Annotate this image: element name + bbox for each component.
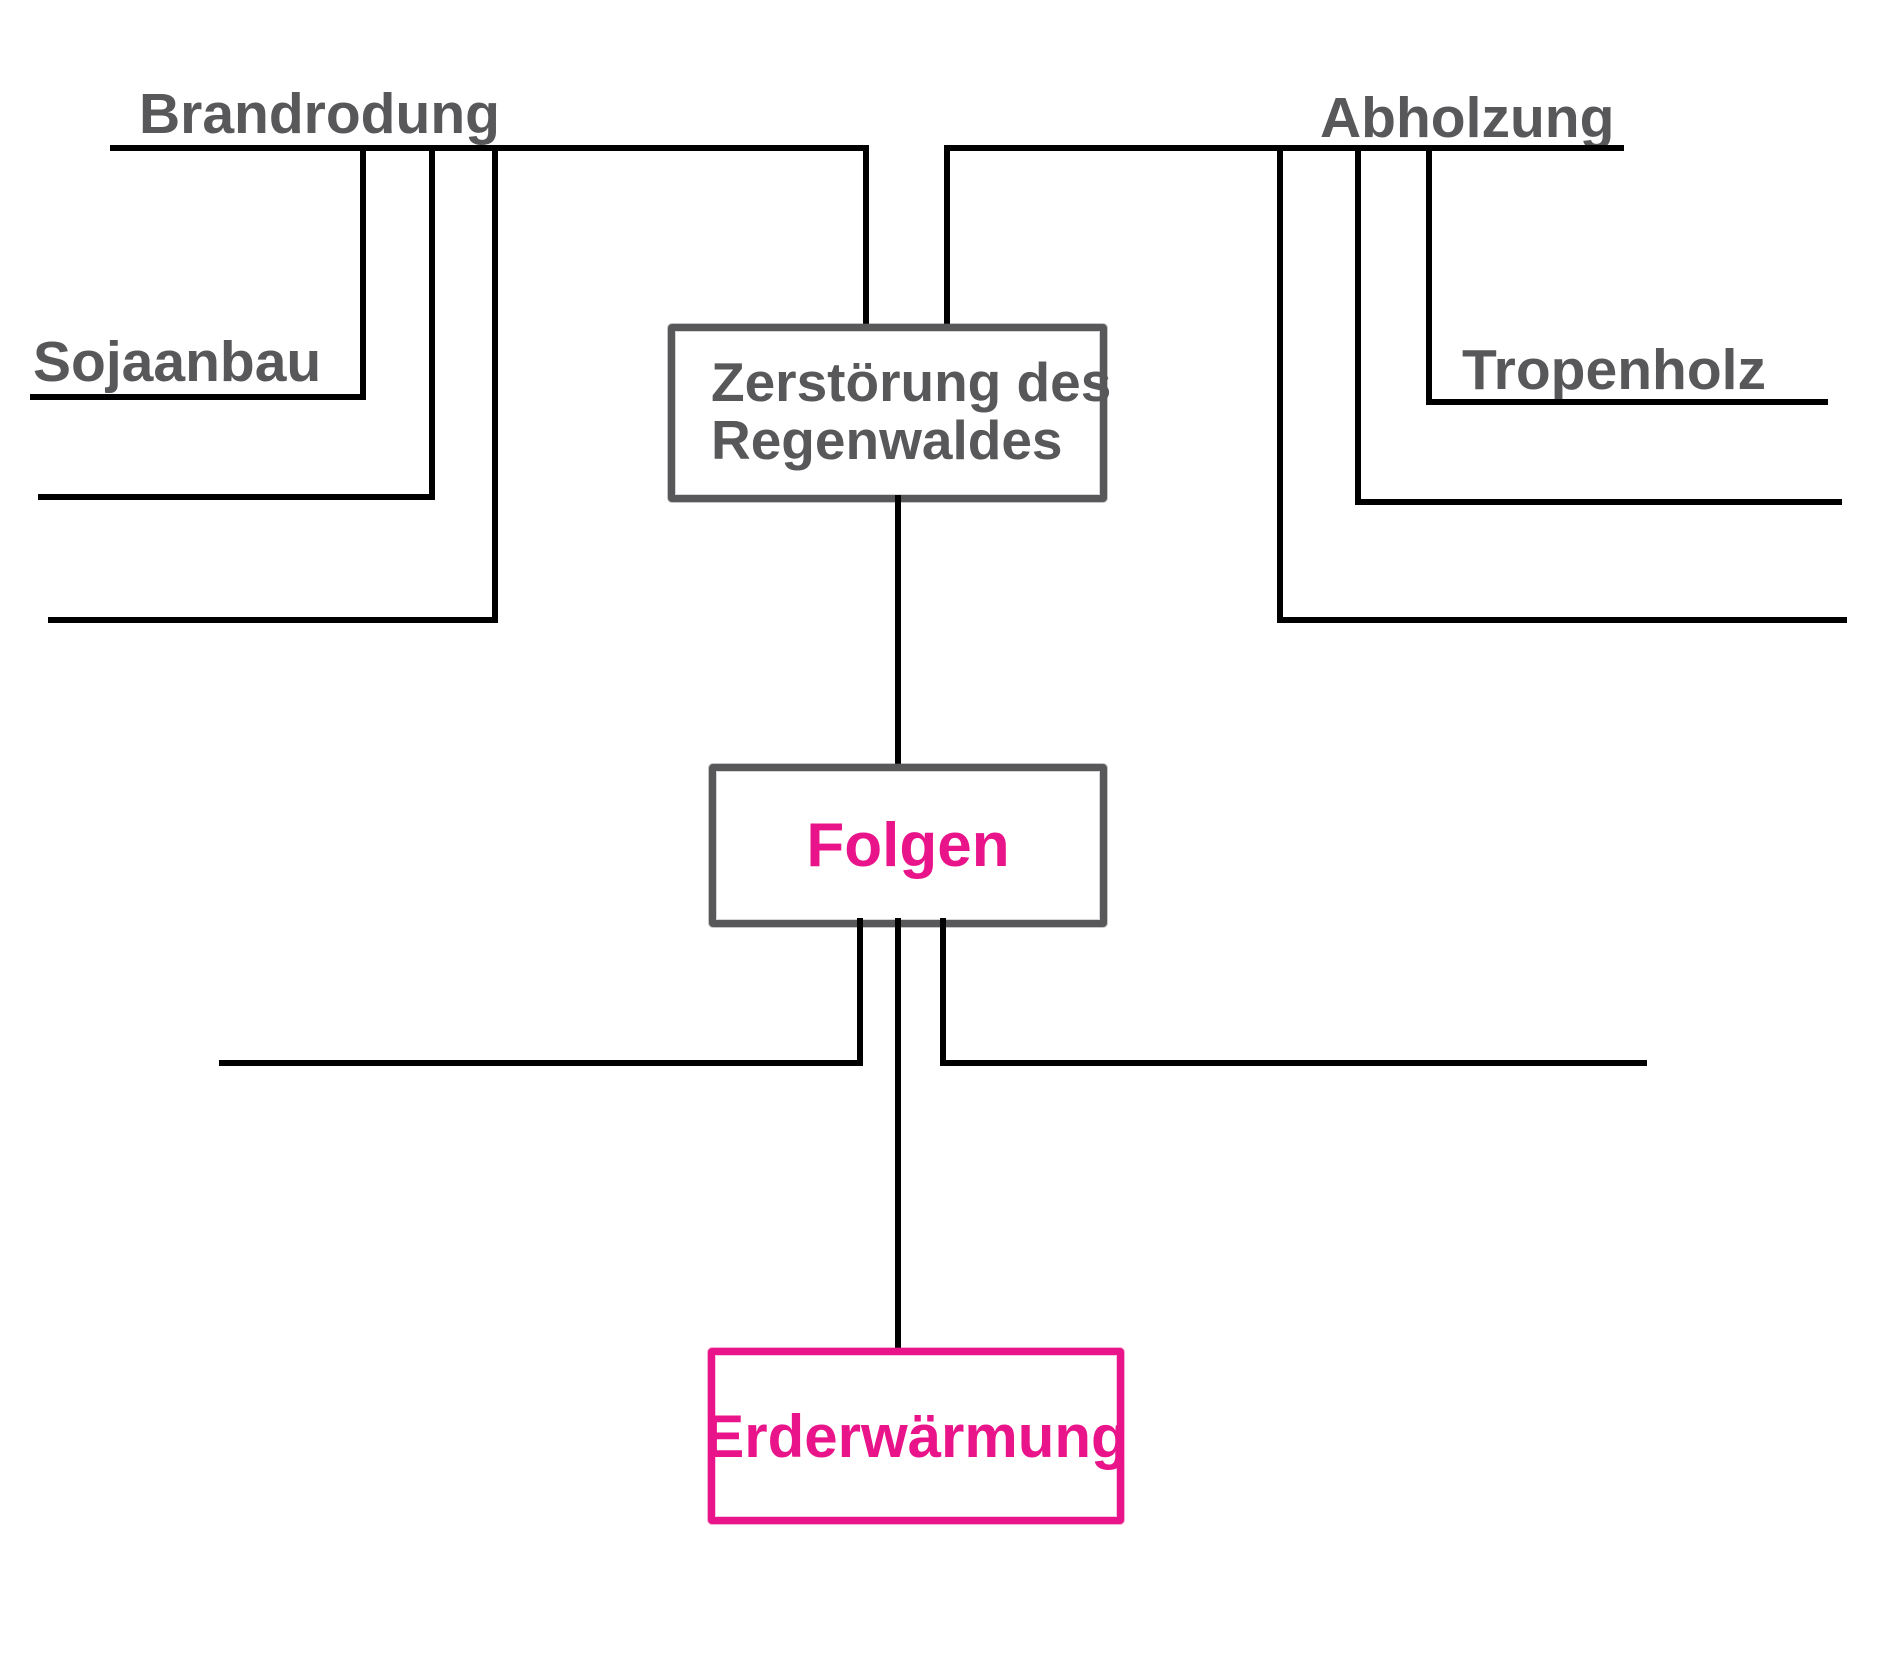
- connector-folgen-right-drop: [940, 918, 946, 1066]
- warming-box: Erderwärmung: [704, 1348, 1128, 1524]
- connector-sojaanbau-vertical: [360, 145, 366, 400]
- tropenholz-underline: [1426, 399, 1828, 405]
- connector-folgen-to-warming: [895, 918, 901, 1355]
- destruction-box-line1: Zerstörung des: [711, 351, 1112, 413]
- left-branch3-line: [48, 617, 498, 623]
- folgen-right-branch-line: [940, 1060, 1647, 1066]
- right-branch2-line: [1355, 499, 1842, 505]
- destruction-box-text: Zerstörung des Regenwaldes: [675, 331, 1112, 471]
- connector-right-branch3-vertical: [1277, 145, 1283, 623]
- connector-left-branch3-vertical: [492, 145, 498, 623]
- brandrodung-underline: [110, 145, 869, 151]
- warming-box-text: Erderwärmung: [704, 1402, 1128, 1470]
- consequences-box-text: Folgen: [806, 811, 1010, 880]
- connector-left-branch2-vertical: [429, 145, 435, 500]
- abholzung-label: Abholzung: [1320, 86, 1615, 150]
- connector-left-to-destruction: [863, 145, 869, 331]
- brandrodung-label: Brandrodung: [139, 82, 500, 146]
- destruction-box: Zerstörung des Regenwaldes: [668, 324, 1112, 502]
- abholzung-underline: [944, 145, 1624, 151]
- consequences-box: Folgen: [709, 764, 1107, 927]
- right-branch3-line: [1277, 617, 1847, 623]
- sojaanbau-underline: [30, 394, 366, 400]
- connector-folgen-left-drop: [857, 918, 863, 1066]
- sojaanbau-label: Sojaanbau: [33, 330, 322, 394]
- destruction-box-line2: Regenwaldes: [711, 409, 1063, 471]
- folgen-left-branch-line: [219, 1060, 863, 1066]
- connector-right-branch2-vertical: [1355, 145, 1361, 503]
- connector-destruction-to-folgen: [895, 495, 901, 773]
- connector-tropenholz-vertical: [1426, 145, 1432, 405]
- left-branch2-line: [38, 494, 435, 500]
- tropenholz-label: Tropenholz: [1462, 338, 1766, 402]
- connector-right-to-destruction: [944, 145, 950, 331]
